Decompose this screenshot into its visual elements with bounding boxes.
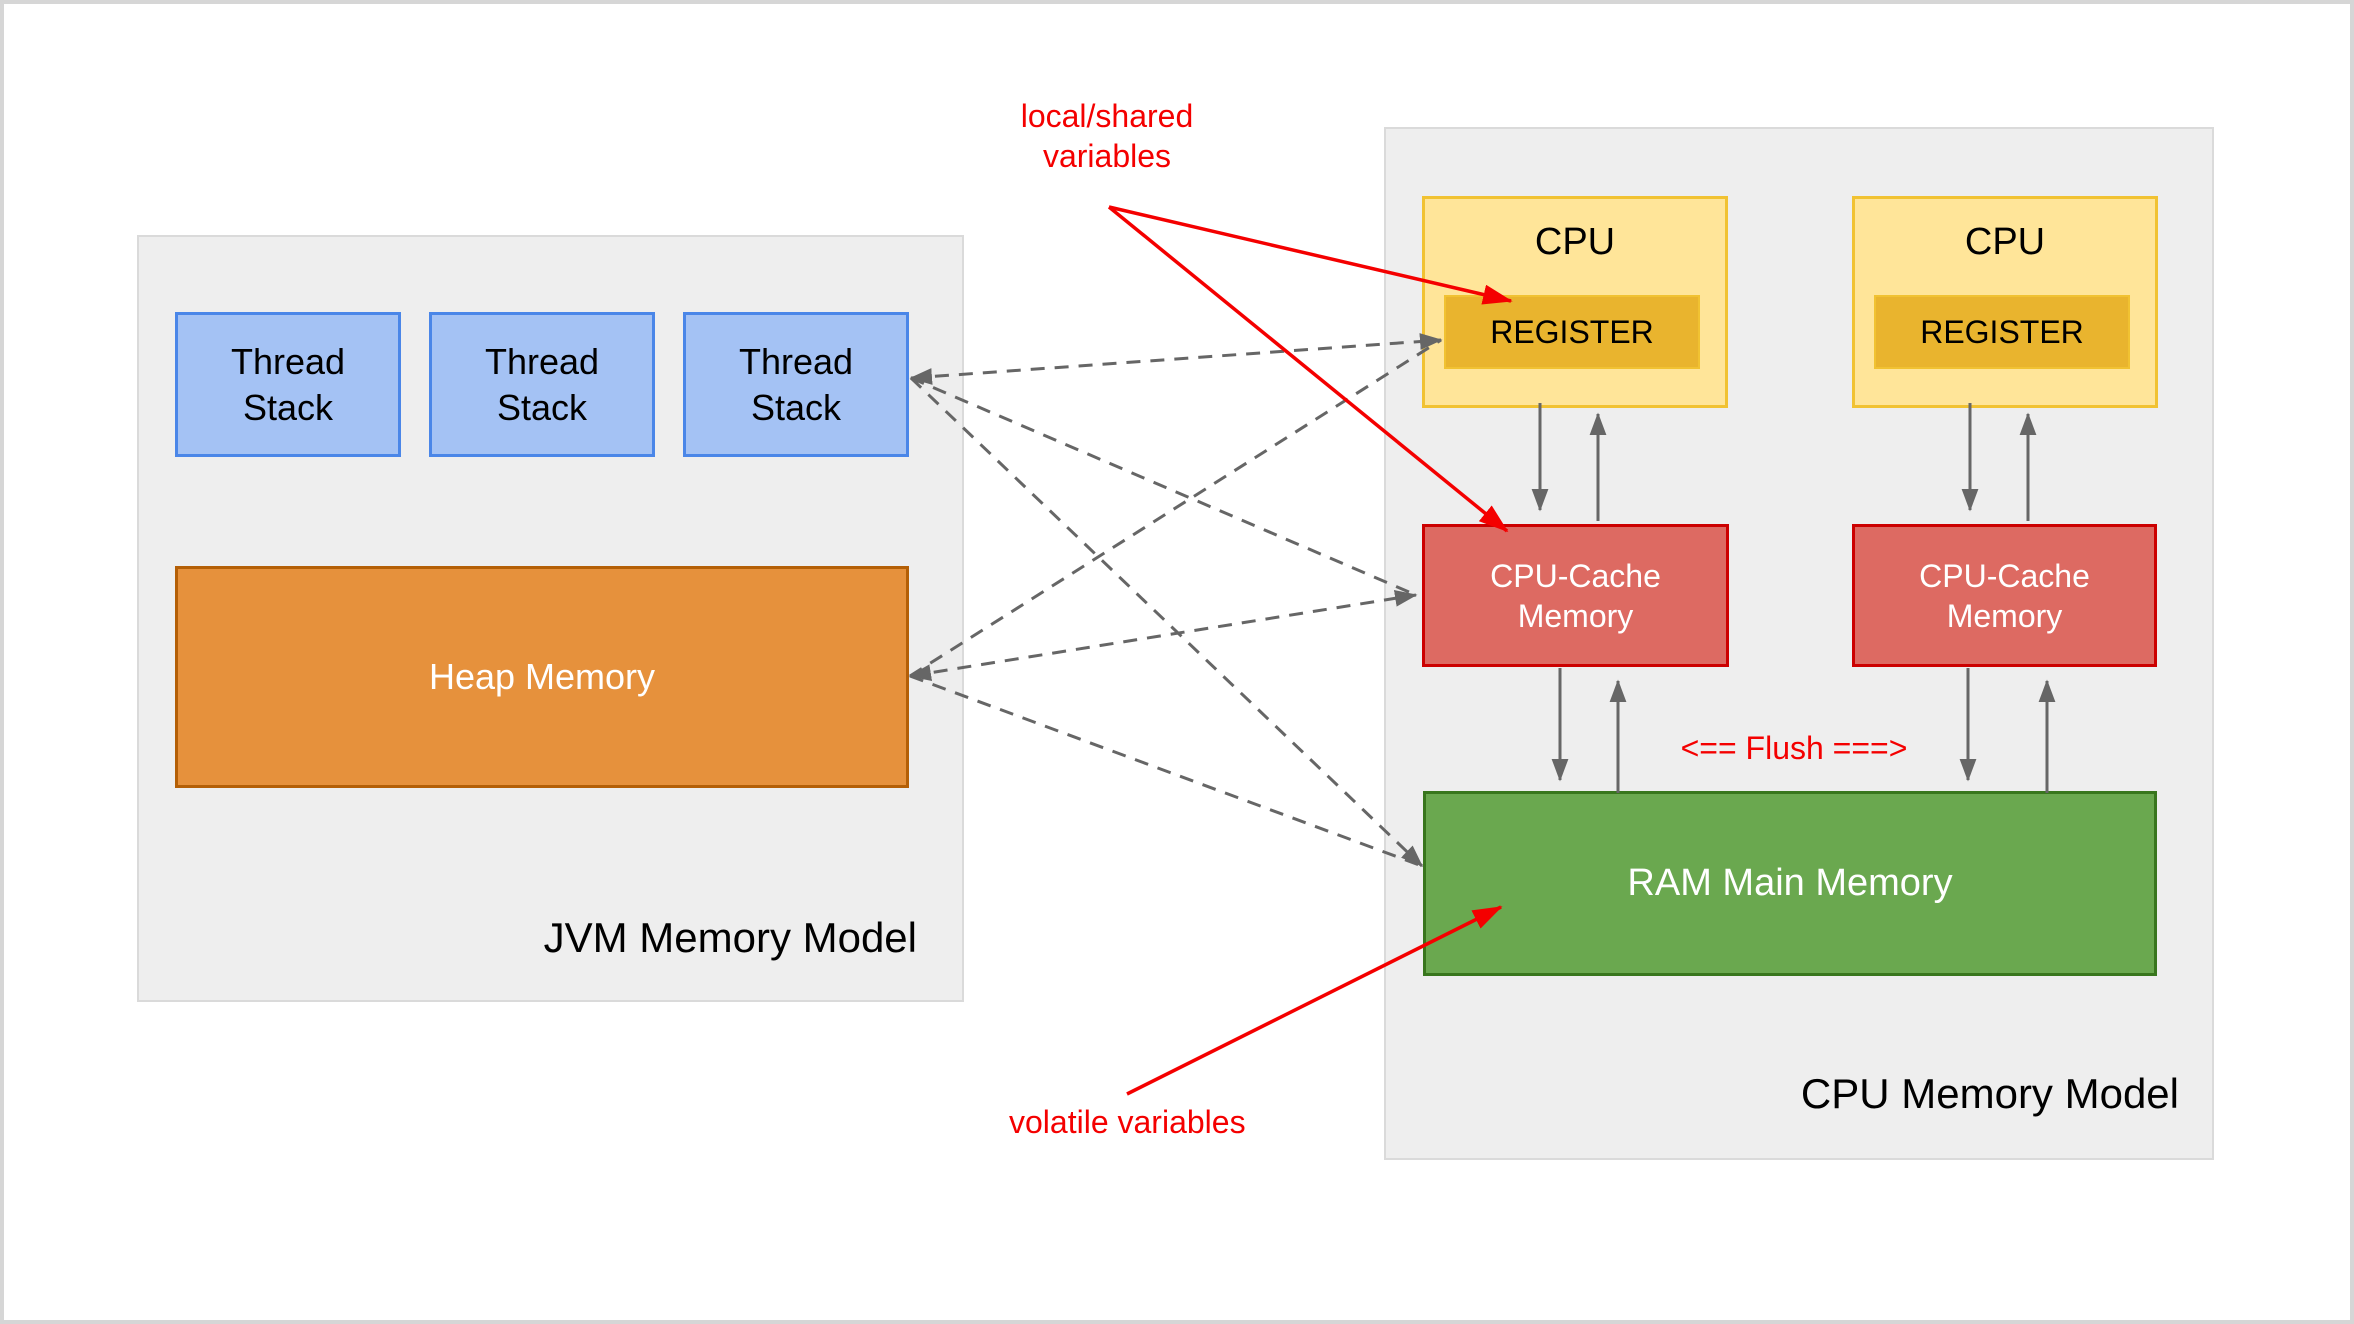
dashed-arrow-heap-cache bbox=[908, 590, 1418, 681]
flush-annotation: <== Flush ===> bbox=[1680, 730, 1908, 766]
dashed-arrow-threadstack-cache bbox=[910, 376, 1417, 597]
thread-stack-label: Thread Stack bbox=[230, 340, 346, 428]
thread-stack-label: Thread Stack bbox=[738, 340, 854, 428]
register-label: REGISTER bbox=[1920, 313, 2084, 350]
dashed-arrow-threadstack-register bbox=[909, 333, 1443, 385]
local-shared-variables-annotation: local/shared variables bbox=[1020, 98, 1194, 174]
cpu-cache-box-1: CPU-Cache Memory bbox=[1422, 524, 1729, 667]
dashed-arrow-heap-register bbox=[909, 338, 1442, 678]
register-label: REGISTER bbox=[1490, 313, 1654, 350]
thread-stack-label: Thread Stack bbox=[484, 340, 600, 428]
cpu-panel-title: CPU Memory Model bbox=[1800, 1070, 2179, 1117]
cpu-label-1: CPU bbox=[1534, 221, 1616, 263]
thread-stack-box-3: Thread Stack bbox=[683, 312, 909, 457]
dashed-arrow-threadstack-ram bbox=[909, 376, 1424, 868]
thread-stack-box-2: Thread Stack bbox=[429, 312, 655, 457]
register-box-2: REGISTER bbox=[1874, 295, 2130, 369]
ram-main-memory-label: RAM Main Memory bbox=[1627, 862, 1953, 904]
register-box-1: REGISTER bbox=[1444, 295, 1700, 369]
cpu-cache-label: CPU-Cache Memory bbox=[1490, 557, 1661, 634]
thread-stack-box-1: Thread Stack bbox=[175, 312, 401, 457]
heap-memory-label: Heap Memory bbox=[428, 656, 656, 697]
dashed-arrow-heap-ram bbox=[909, 674, 1423, 868]
cpu-cache-box-2: CPU-Cache Memory bbox=[1852, 524, 2157, 667]
ram-main-memory-box: RAM Main Memory bbox=[1423, 791, 2157, 976]
volatile-variables-annotation: volatile variables bbox=[1009, 1104, 1246, 1140]
cpu-cache-label: CPU-Cache Memory bbox=[1919, 557, 2090, 634]
cpu-label-2: CPU bbox=[1964, 221, 2046, 263]
jvm-panel-title: JVM Memory Model bbox=[543, 914, 917, 961]
heap-memory-box: Heap Memory bbox=[175, 566, 909, 788]
